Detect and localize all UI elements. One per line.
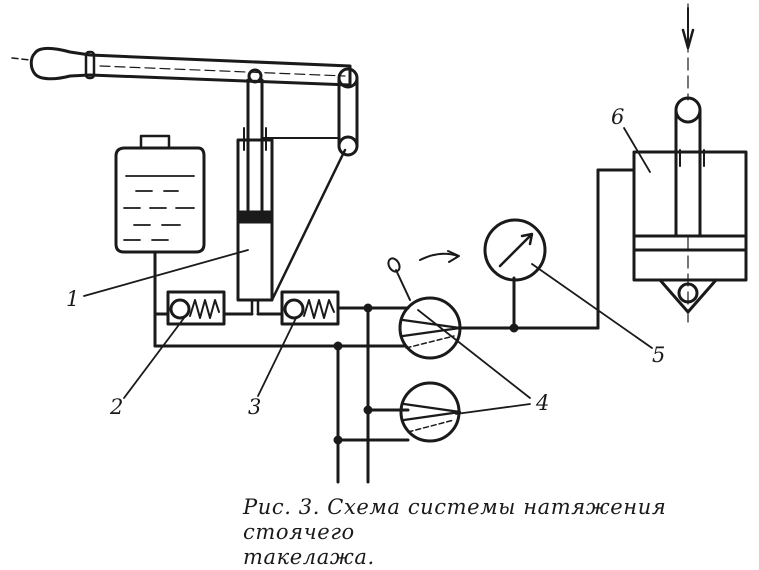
pump-lever xyxy=(11,46,359,89)
check-valve-3 xyxy=(280,290,340,326)
hydraulic-piping xyxy=(153,168,636,484)
callout-3: 3 xyxy=(248,395,261,419)
tensioning-system-diagram: 1 2 3 4 5 6 xyxy=(11,3,748,484)
pump-cylinder xyxy=(236,127,274,314)
figure-caption: Рис. 3. Схема системы натяжения стоячего… xyxy=(243,495,748,570)
leader-lines xyxy=(83,127,653,415)
distributor-handle-knob xyxy=(387,257,401,273)
callout-2: 2 xyxy=(109,395,123,419)
caption-line-1: Рис. 3. Схема системы натяжения стоячего xyxy=(243,495,667,544)
callout-4: 4 xyxy=(535,391,549,415)
lever-linkage xyxy=(246,78,359,302)
pressure-gauge xyxy=(483,218,547,282)
callout-1: 1 xyxy=(66,287,79,311)
check-valve-2 xyxy=(166,290,226,326)
oil-tank xyxy=(114,134,206,254)
callout-6: 6 xyxy=(611,105,624,129)
distributor-upper xyxy=(395,269,462,360)
caption-line-2: такелажа. xyxy=(243,545,375,569)
distributor-lower xyxy=(399,381,462,443)
hydraulic-cylinder xyxy=(632,3,748,326)
callout-5: 5 xyxy=(652,343,665,367)
